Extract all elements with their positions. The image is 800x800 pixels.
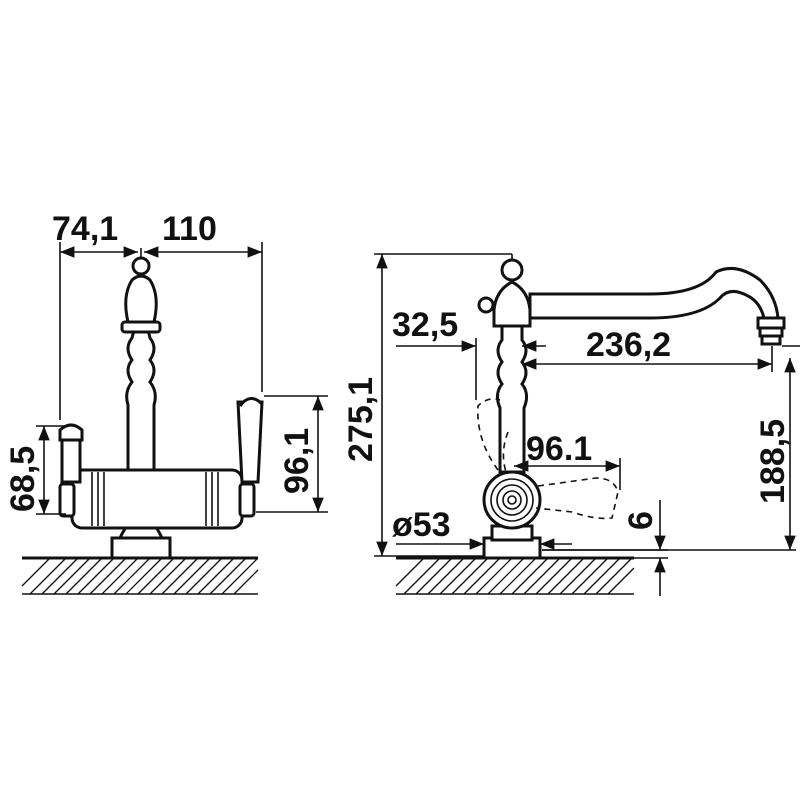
front-view: 74,1 110 68,5 96,1 bbox=[4, 210, 328, 595]
dim-side-base-gap: 6 bbox=[622, 511, 660, 530]
front-width-dimension: 74,1 110 bbox=[52, 210, 263, 420]
front-right-height-dimension: 96,1 bbox=[256, 395, 328, 513]
side-spout-height-dimension: 188,5 bbox=[542, 345, 800, 551]
dim-side-spout-offset: 32,5 bbox=[392, 306, 458, 344]
side-ground-hatch bbox=[395, 556, 635, 595]
dim-side-spout-height: 188,5 bbox=[754, 419, 792, 504]
side-faucet-body bbox=[477, 254, 786, 560]
side-spout-reach-dimension: 236,2 bbox=[522, 326, 773, 372]
dim-front-left-width: 74,1 bbox=[52, 210, 118, 248]
dim-side-spout-reach: 236,2 bbox=[586, 326, 671, 364]
side-handle-reach-dimension: 96.1 bbox=[514, 430, 621, 490]
dim-side-base-diameter: ø53 bbox=[392, 506, 451, 544]
front-ground-hatch bbox=[21, 556, 259, 595]
dim-front-right-height: 96,1 bbox=[278, 428, 316, 494]
side-base-diameter-dimension: ø53 bbox=[392, 506, 572, 550]
side-spout-offset-dimension: 32,5 bbox=[392, 306, 546, 400]
front-faucet-body bbox=[58, 248, 264, 560]
dim-side-handle-reach: 96.1 bbox=[526, 430, 592, 468]
front-left-height-dimension: 68,5 bbox=[4, 425, 66, 515]
side-view: 275,1 32,5 236,2 188,5 96.1 bbox=[342, 253, 800, 596]
dim-side-total-height: 275,1 bbox=[342, 377, 380, 462]
side-total-height-dimension: 275,1 bbox=[342, 253, 512, 557]
side-base-gap-dimension: 6 bbox=[542, 500, 668, 596]
dim-front-left-height: 68,5 bbox=[4, 446, 42, 512]
dim-front-right-width: 110 bbox=[162, 210, 217, 248]
